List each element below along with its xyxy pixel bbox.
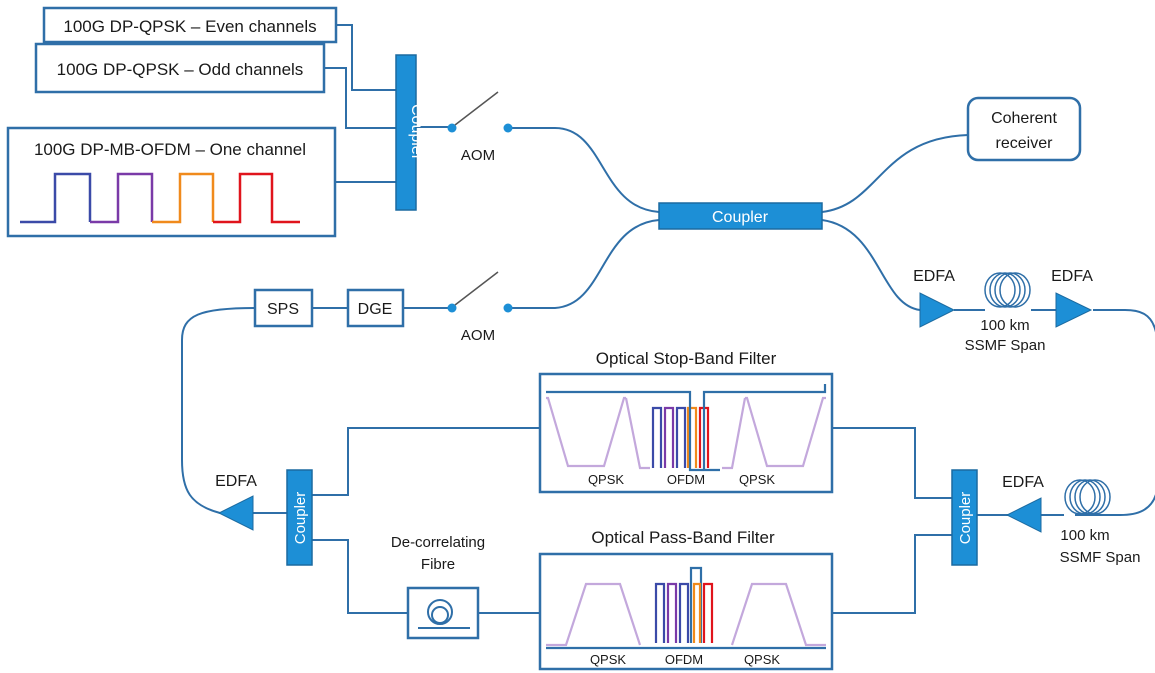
span-top-line2: SSMF Span: [965, 337, 1046, 354]
tx-even-label: 100G DP-QPSK – Even channels: [63, 17, 316, 36]
loop-left-coupler-label: Coupler: [292, 492, 309, 545]
tx-coupler: Coupler: [395, 54, 425, 211]
pass-band-filter: Optical Pass-Band Filter QPSK OFDM QPSK: [538, 528, 834, 671]
edfa-1-label: EDFA: [215, 473, 257, 490]
pass-band-label-2: OFDM: [665, 652, 703, 667]
edfa-3: EDFA: [1051, 268, 1093, 328]
connections: [181, 24, 1155, 614]
tx-odd-box: 100G DP-QPSK – Odd channels: [34, 42, 326, 94]
decorrelating-line1: De-correlating: [391, 534, 485, 551]
main-coupler-label: Coupler: [712, 209, 769, 226]
main-coupler: Coupler: [658, 202, 823, 230]
pass-band-spectrum: [546, 566, 826, 650]
span-top-fiber-icon: [984, 272, 1031, 308]
aom-bottom-switch: AOM: [447, 271, 513, 344]
span-bottom-line2: SSMF Span: [1060, 549, 1141, 566]
edfa-1: EDFA: [215, 473, 257, 531]
span-bottom-fiber-icon: [1064, 479, 1111, 515]
tx-odd-label: 100G DP-QPSK – Odd channels: [57, 60, 304, 79]
pass-band-label-3: QPSK: [744, 652, 780, 667]
decorrelating-fibre-icon: [406, 586, 480, 640]
aom-bottom-label: AOM: [461, 327, 495, 344]
edfa-2-label: EDFA: [913, 268, 955, 285]
sps-label: SPS: [267, 301, 299, 318]
receiver-line2: receiver: [996, 135, 1054, 152]
stop-band-label-3: QPSK: [739, 472, 775, 487]
loop-left-coupler: Coupler: [286, 469, 313, 566]
loop-right-coupler-label: Coupler: [957, 492, 974, 545]
edfa-2: EDFA: [913, 268, 955, 328]
receiver-line1: Coherent: [991, 110, 1057, 127]
coherent-receiver: Coherent receiver: [966, 96, 1082, 162]
stop-band-title: Optical Stop-Band Filter: [596, 349, 777, 368]
span-bottom-line1: 100 km: [1060, 527, 1109, 544]
aom-top-switch: AOM: [447, 91, 513, 164]
dge-label: DGE: [358, 301, 393, 318]
decorrelating-line2: Fibre: [421, 556, 455, 573]
pass-band-label-1: QPSK: [590, 652, 626, 667]
stop-band-filter: Optical Stop-Band Filter QPSK OFDM QPSK: [538, 349, 834, 494]
stop-band-spectrum: [546, 384, 827, 472]
pass-band-title: Optical Pass-Band Filter: [591, 528, 775, 547]
edfa-3-label: EDFA: [1051, 268, 1093, 285]
aom-top-label: AOM: [461, 147, 495, 164]
edfa-4-label: EDFA: [1002, 474, 1044, 491]
tx-ofdm-box: 100G DP-MB-OFDM – One channel: [6, 126, 337, 238]
sps-block: SPS: [253, 288, 314, 328]
ofdm-spectrum-icon: [20, 172, 300, 224]
edfa-4: EDFA: [1002, 474, 1044, 533]
stop-band-label-1: QPSK: [588, 472, 624, 487]
span-top-line1: 100 km: [980, 317, 1029, 334]
tx-ofdm-label: 100G DP-MB-OFDM – One channel: [34, 140, 306, 159]
loop-right-coupler: Coupler: [951, 469, 978, 566]
tx-coupler-label: Coupler: [408, 104, 425, 161]
tx-even-box: 100G DP-QPSK – Even channels: [42, 6, 338, 44]
stop-band-label-2: OFDM: [667, 472, 705, 487]
dge-block: DGE: [346, 288, 405, 328]
